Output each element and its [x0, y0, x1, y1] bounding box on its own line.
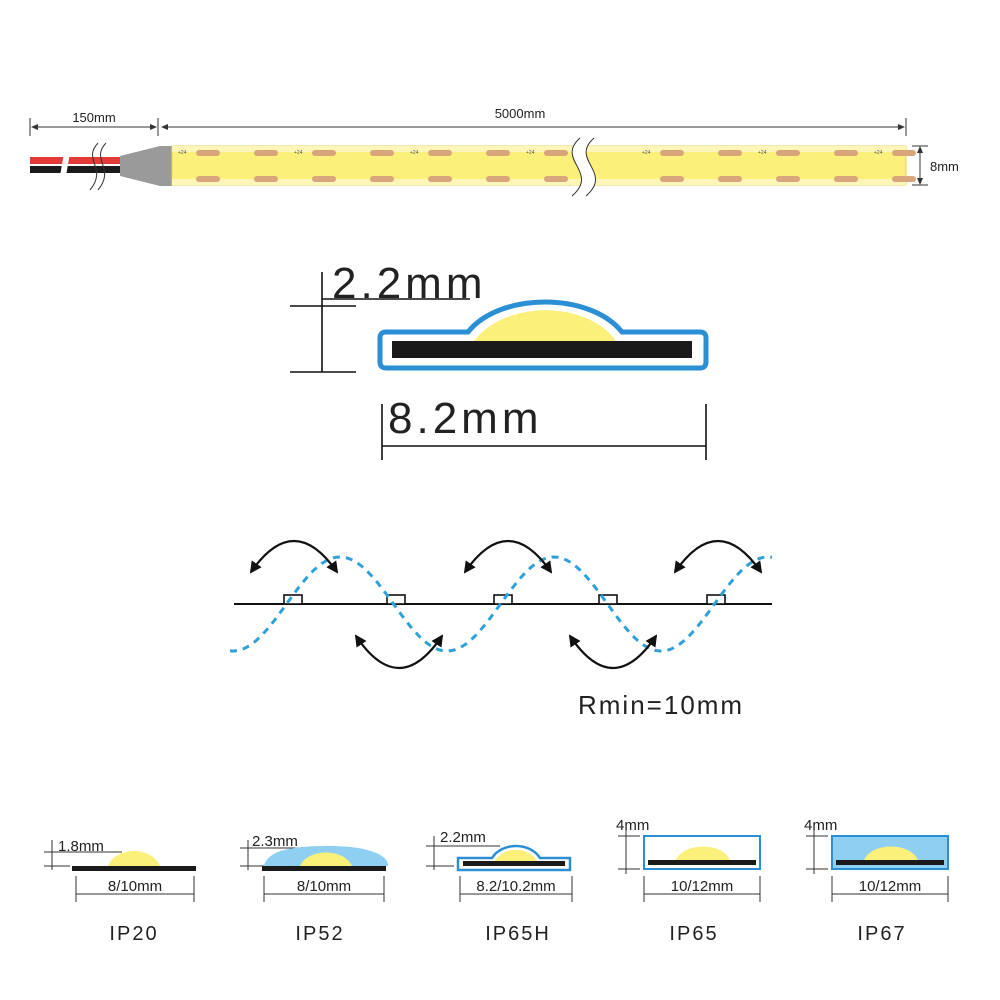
min-radius-label: Rmin=10mm [578, 690, 744, 720]
pad-label: +24 [526, 150, 535, 156]
copper-pad [892, 176, 916, 182]
ip65h-height-label: 2.2mm [440, 829, 486, 846]
ip-variants: 1.8mm 8/10mm IP20 2.3mm 8/10mm IP52 [44, 817, 949, 945]
ip67-rating-label: IP67 [857, 923, 906, 945]
bend-wave-dashed [229, 555, 773, 653]
pad-label: +24 [758, 150, 767, 156]
variant-ip20: 1.8mm 8/10mm IP20 [44, 838, 196, 945]
copper-pad [254, 150, 278, 156]
bend-arrow [569, 634, 658, 670]
strip-length-view: 150mm 5000mm 8mm +24 +24 +24 +24 +24 +24 +24 [29, 106, 959, 197]
ip20-rating-label: IP20 [109, 923, 158, 945]
variant-ip67: 4mm 10/12mm IP67 [804, 817, 949, 945]
copper-pad [660, 176, 684, 182]
copper-pad [660, 150, 684, 156]
length-dimension-lines [29, 118, 928, 186]
ip65h-width-label: 8.2/10.2mm [476, 878, 555, 895]
width-dimension [381, 404, 707, 460]
strip-length-label: 5000mm [495, 106, 546, 121]
copper-pad [718, 150, 742, 156]
cob-phosphor-dome [474, 310, 616, 341]
pad-label: +24 [294, 150, 303, 156]
bend-arrow-head [463, 560, 476, 574]
copper-pad [196, 150, 220, 156]
cross-section-width-label: 8.2mm [388, 394, 542, 443]
copper-pad [776, 150, 800, 156]
bend-arrow [464, 539, 553, 574]
copper-pad [196, 176, 220, 182]
copper-pad [718, 176, 742, 182]
strip-segment [283, 594, 303, 605]
strip-segment [493, 594, 513, 605]
ip20-width-label: 8/10mm [108, 878, 162, 895]
copper-pad [892, 150, 916, 156]
ip65h-rating-label: IP65H [485, 923, 551, 945]
cross-section-height-label: 2.2mm [332, 259, 486, 308]
bend-arrow [250, 539, 339, 574]
copper-pad [312, 150, 336, 156]
variant-ip65h: 2.2mm 8.2/10.2mm IP65H [426, 829, 573, 945]
copper-pad [834, 176, 858, 182]
copper-pad [544, 176, 568, 182]
bend-arrows [249, 539, 763, 670]
strip-segment [598, 594, 618, 605]
strip-break-mark [571, 137, 597, 197]
variant-ip65: 4mm 10/12mm IP65 [616, 817, 761, 945]
copper-pad [776, 176, 800, 182]
bend-arrow-head [354, 634, 367, 648]
pad-label: +24 [178, 150, 187, 156]
connector-sleeve [120, 146, 172, 186]
ip67-width-label: 10/12mm [859, 878, 922, 895]
copper-pad [312, 176, 336, 182]
copper-pad [370, 150, 394, 156]
pad-label: +24 [410, 150, 419, 156]
copper-pads [196, 150, 916, 182]
cross-section-view: 2.2mm 8.2mm [290, 259, 709, 460]
bending-diagram: Rmin=10mm [229, 539, 773, 720]
wire-break-mark [89, 142, 107, 191]
bend-arrow-head [673, 560, 686, 574]
ip65-height-label: 4mm [616, 817, 649, 834]
bend-arrow-head [568, 634, 581, 648]
pcb-layer [392, 341, 692, 358]
pad-label: +24 [642, 150, 651, 156]
lead-length-label: 150mm [72, 110, 115, 125]
copper-pad [486, 150, 510, 156]
bend-arrow-head [249, 560, 262, 574]
ip20-height-label: 1.8mm [58, 838, 104, 855]
copper-pad [428, 150, 452, 156]
copper-pad [834, 150, 858, 156]
bend-arrow [674, 539, 763, 574]
copper-pad [370, 176, 394, 182]
pad-label: +24 [874, 150, 883, 156]
strip-segment [386, 594, 406, 605]
copper-pad [486, 176, 510, 182]
power-wires [30, 157, 128, 173]
ip52-rating-label: IP52 [295, 923, 344, 945]
ip67-height-label: 4mm [804, 817, 837, 834]
copper-pad [254, 176, 278, 182]
variant-ip52: 2.3mm 8/10mm IP52 [240, 833, 388, 945]
ip65-width-label: 10/12mm [671, 878, 734, 895]
ip52-height-label: 2.3mm [252, 833, 298, 850]
height-dimension [290, 272, 470, 373]
bend-arrow [355, 634, 444, 670]
pad-labels: +24 +24 +24 +24 +24 +24 +24 [178, 150, 883, 156]
copper-pad [544, 150, 568, 156]
ip65-rating-label: IP65 [669, 923, 718, 945]
strip-width-label: 8mm [930, 159, 959, 174]
ip52-width-label: 8/10mm [297, 878, 351, 895]
copper-pad [428, 176, 452, 182]
